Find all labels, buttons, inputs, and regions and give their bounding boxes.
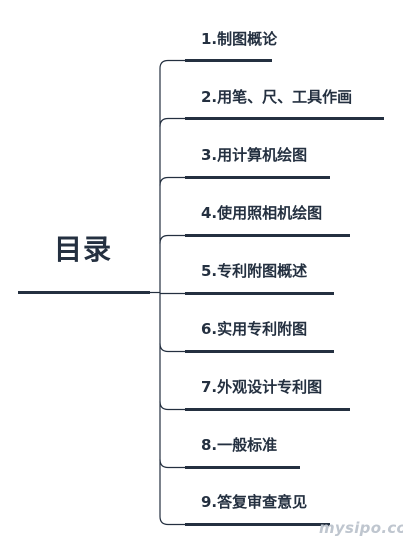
branch-connector-2 [159,117,185,127]
item-label-8: 8.一般标准 [201,436,278,454]
item-label-9: 9.答复审查意见 [201,493,308,511]
branch-connector-6 [159,343,185,353]
branch-connector-3 [159,176,185,186]
item-label-1: 1.制图概论 [201,30,278,48]
branch-connector-8 [159,459,185,469]
item-label-3: 3.用计算机绘图 [201,146,308,164]
root-title: 目录 [54,233,113,266]
branch-connector-1 [159,59,185,293]
item-label-5: 5.专利附图概述 [201,262,308,280]
branch-connector-7 [159,401,185,411]
branch-connector-9 [159,292,185,526]
item-label-7: 7.外观设计专利图 [201,378,323,396]
watermark: mysipo.com [319,519,403,537]
branch-connector-4 [159,234,185,244]
item-label-6: 6.实用专利附图 [201,320,308,338]
item-label-4: 4.使用照相机绘图 [201,204,323,222]
item-label-2: 2.用笔、尺、工具作画 [201,88,353,106]
